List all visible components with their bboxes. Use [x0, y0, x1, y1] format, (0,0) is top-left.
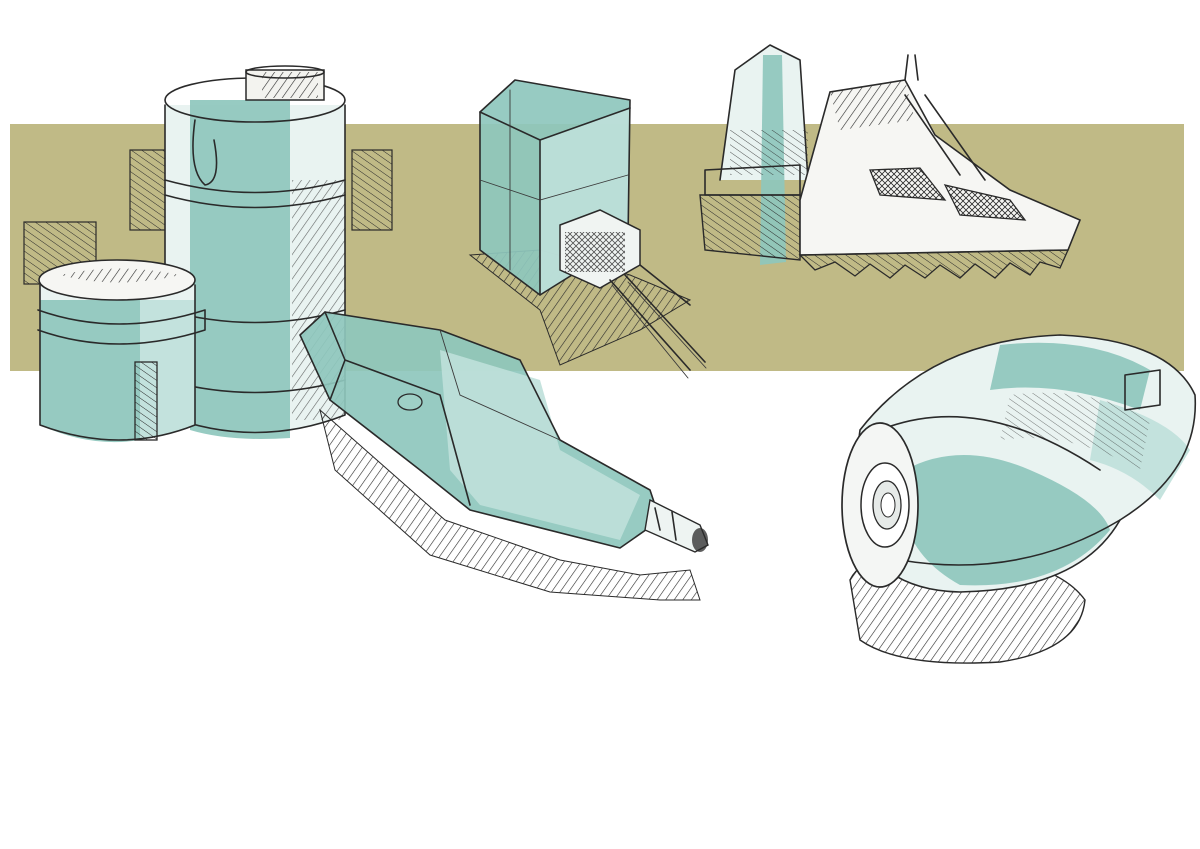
sneaker-sketch [699, 44, 1082, 279]
rounded-speaker-pod-sketch [841, 334, 1197, 664]
cube-plug-sketch [468, 79, 707, 379]
tapered-handheld-device-sketch [299, 311, 709, 601]
canister-pair-sketch [23, 65, 393, 443]
